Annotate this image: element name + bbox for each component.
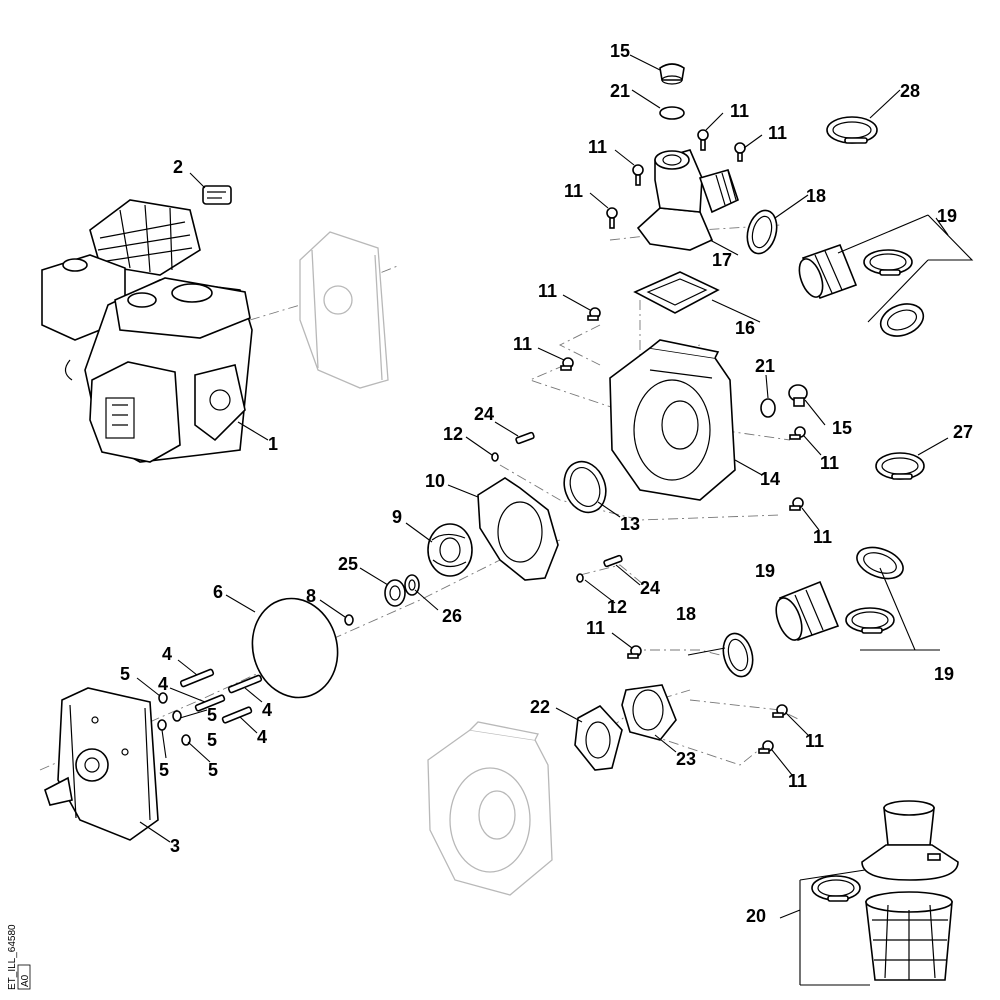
callout-labels: 2 1 3 4 4 4 4 5 5 5 5 5 6 8 9 10 25 26 1…	[120, 41, 973, 926]
callout-18: 18	[806, 186, 826, 206]
bolt-part-11	[560, 129, 806, 754]
callout-5: 5	[207, 730, 217, 750]
ring-part-8	[344, 614, 354, 626]
impeller-part-9	[427, 523, 473, 577]
callout-11: 11	[538, 281, 557, 301]
hose-clamp-part-27	[875, 452, 925, 480]
engine-mounting-plate-ghost	[299, 231, 389, 389]
callout-11: 11	[730, 101, 749, 121]
callout-11: 11	[513, 334, 532, 354]
callout-15: 15	[610, 41, 630, 61]
callout-5: 5	[159, 760, 169, 780]
callout-19: 19	[755, 561, 775, 581]
gasket-part-18	[722, 209, 778, 678]
callout-23: 23	[676, 749, 696, 769]
callout-19: 19	[934, 664, 954, 684]
callout-12: 12	[443, 424, 463, 444]
callout-11: 11	[564, 181, 583, 201]
cleanout-part-23	[621, 684, 677, 741]
hose-connector-part-19-lower	[775, 546, 904, 642]
leader-lines	[136, 54, 974, 986]
callout-22: 22	[530, 697, 550, 717]
callout-18: 18	[676, 604, 696, 624]
decal-part-2	[202, 185, 232, 205]
flange-gasket-part-16	[633, 271, 720, 314]
callout-11: 11	[588, 137, 607, 157]
callout-3: 3	[170, 836, 180, 856]
o-ring-part-21	[659, 106, 776, 418]
callout-24: 24	[474, 404, 494, 424]
callout-6: 6	[213, 582, 223, 602]
callout-21: 21	[755, 356, 775, 376]
volute-part-10	[477, 477, 559, 581]
callout-11: 11	[805, 731, 824, 751]
cover-part-22	[574, 704, 623, 771]
callout-17: 17	[712, 250, 732, 270]
callout-26: 26	[442, 606, 462, 626]
callout-1: 1	[268, 434, 278, 454]
outlet-elbow-part-17	[636, 149, 739, 251]
callout-8: 8	[306, 586, 316, 606]
callout-15: 15	[832, 418, 852, 438]
hose-clamp-part-28	[826, 116, 878, 144]
callout-13: 13	[620, 514, 640, 534]
seal-part-25	[384, 579, 406, 607]
bolt-part-4	[179, 668, 263, 724]
gasket-part-13	[563, 460, 607, 514]
callout-9: 9	[392, 507, 402, 527]
callout-11: 11	[788, 771, 807, 791]
callout-5: 5	[208, 760, 218, 780]
o-ring-part-6	[251, 597, 339, 699]
pump-housing-part-14	[609, 339, 736, 501]
callout-11: 11	[586, 618, 605, 638]
callout-25: 25	[338, 554, 358, 574]
illustration-reference: ET_ILL_64580 A0	[7, 924, 31, 990]
callout-4: 4	[158, 674, 168, 694]
callout-4: 4	[257, 727, 267, 747]
callout-27: 27	[953, 422, 973, 442]
callout-4: 4	[162, 644, 172, 664]
screw-part-24	[515, 431, 623, 568]
plug-part-15	[659, 63, 808, 407]
revision-code: A0	[20, 974, 31, 987]
callout-24: 24	[640, 578, 660, 598]
callout-16: 16	[735, 318, 755, 338]
callout-5: 5	[207, 705, 217, 725]
seal-part-12	[491, 452, 584, 583]
callout-10: 10	[425, 471, 445, 491]
callout-12: 12	[607, 597, 627, 617]
callout-11: 11	[820, 453, 839, 473]
callout-20: 20	[746, 906, 766, 926]
callout-5: 5	[120, 664, 130, 684]
illustration-code: ET_ILL_64580	[7, 924, 18, 990]
engine-part-1	[41, 199, 253, 463]
callout-19: 19	[937, 206, 957, 226]
callout-21: 21	[610, 81, 630, 101]
callout-14: 14	[760, 469, 780, 489]
callout-28: 28	[900, 81, 920, 101]
hose-connector-part-19-upper	[798, 243, 925, 337]
callout-2: 2	[173, 157, 183, 177]
bearing-plate-part-3	[44, 687, 159, 841]
callout-4: 4	[262, 700, 272, 720]
callout-11: 11	[813, 527, 832, 547]
strainer-part-20	[811, 800, 959, 981]
callout-11: 11	[768, 123, 787, 143]
pump-housing-ghost	[427, 721, 553, 896]
